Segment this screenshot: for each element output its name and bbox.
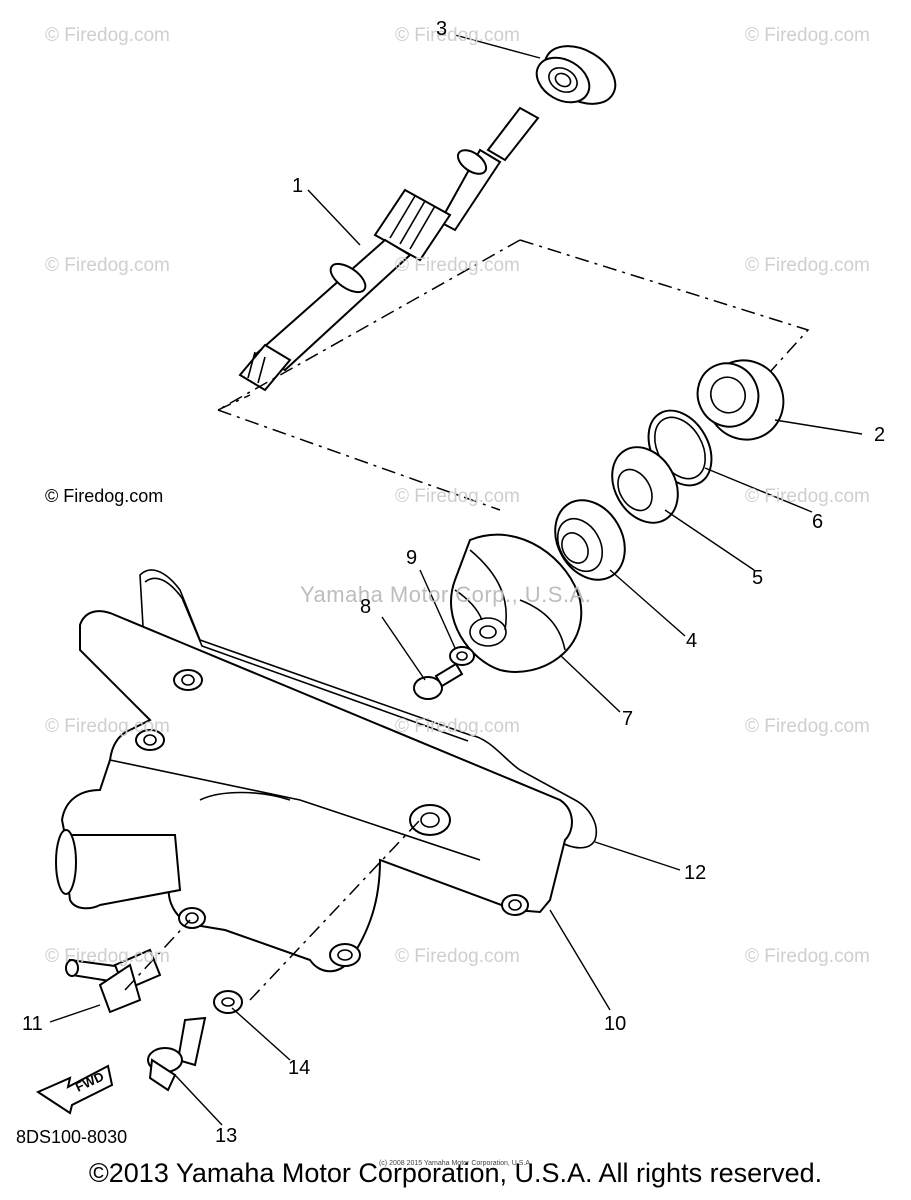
oil-seal [611,446,679,524]
pipe-fitting [65,948,162,1014]
copper-washer [213,990,243,1014]
callout-7: 7 [622,708,634,730]
callout-12: 12 [684,862,707,884]
center-watermark: Yamaha Motor Corp., U.S.A. [300,582,592,607]
watermark: © Firedog.com [745,486,870,507]
callout-2: 2 [874,424,886,446]
impeller [450,533,583,673]
watermark: © Firedog.com [745,25,870,46]
watermark: © Firedog.com [395,486,520,507]
watermark: © Firedog.com [745,255,870,276]
watermark: © Firedog.com [395,716,520,737]
washer [449,646,475,666]
watermark: © Firedog.com [395,25,520,46]
mechanical-seal [554,499,626,581]
callout-8: 8 [360,596,372,618]
watermark: © Firedog.com [45,486,164,506]
callout-9: 9 [406,547,418,569]
callout-11: 11 [22,1013,43,1035]
impeller-bolt [413,662,464,700]
callout-3: 3 [436,18,448,40]
watermark: © Firedog.com [45,25,170,46]
flange-bolt [147,1016,207,1092]
tiny-notice: (c) 2008 2015 Yamaha Motor Corporation, … [378,1160,533,1167]
pump-housing [55,610,573,973]
callout-14: 14 [288,1057,311,1079]
watermark: © Firedog.com [745,716,870,737]
watermark: © Firedog.com [745,946,870,967]
callout-1: 1 [292,175,304,197]
bearing-top [535,45,617,105]
callout-13: 13 [215,1125,238,1147]
watermark: © Firedog.com [45,716,170,737]
callout-4: 4 [686,630,698,652]
watermark: © Firedog.com [45,255,170,276]
watermark: © Firedog.com [395,255,520,276]
fwd-arrow-icon: FWD [35,1064,114,1115]
copyright-notice: ©2013 Yamaha Motor Corporation, U.S.A. A… [88,1158,823,1188]
watermark: © Firedog.com [45,946,170,967]
bearing-right [696,359,785,441]
callout-10: 10 [604,1013,627,1035]
impeller-shaft [238,106,540,392]
diagram-code: 8DS100-8030 [16,1127,128,1147]
callout-6: 6 [812,511,824,533]
leader-lines [49,34,863,1126]
watermark: © Firedog.com [395,946,520,967]
callout-5: 5 [752,567,764,589]
